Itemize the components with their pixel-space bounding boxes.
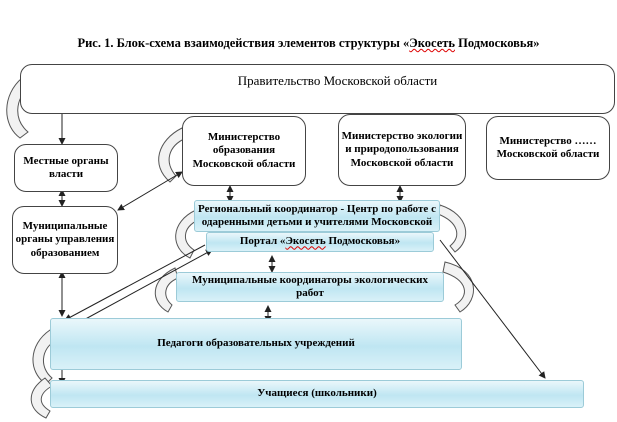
municipal-coordinators-label: Муниципальные координаторы экологических… <box>192 273 428 299</box>
ministry-other-box: Министерство …… Московской области <box>486 116 610 180</box>
regional-coordinator-box: Региональный координатор - Центр по рабо… <box>194 200 440 232</box>
portal-prefix: Портал « <box>239 235 286 248</box>
ministry-other-label: Министерство …… Московской области <box>496 134 600 160</box>
students-box: Учащиеся (школьники) <box>50 380 584 408</box>
caption-suffix: Подмосковья» <box>455 36 540 50</box>
teachers-label: Педагоги образовательных учреждений <box>157 337 355 350</box>
government-box: Правительство Московской области <box>20 64 615 114</box>
ministry-ecology-box: Министерство экологии и природопользован… <box>338 114 466 186</box>
government-label: Правительство Московской области <box>237 73 438 88</box>
local-authorities-label: Местные органы власти <box>23 154 109 180</box>
teachers-box: Педагоги образовательных учреждений <box>50 318 462 370</box>
ministry-education-label: Министерство образования Московской обла… <box>192 131 296 170</box>
portal-underlined-word: Экосеть <box>285 235 326 248</box>
curved-arrow-right-regional <box>437 204 467 253</box>
curved-arrow-right-coordinators <box>442 261 474 313</box>
ministry-education-box: Министерство образования Московской обла… <box>182 116 306 186</box>
arrow-regional-teachers-1 <box>64 244 206 321</box>
curved-arrow-left-students <box>30 377 53 419</box>
curved-arrow-left-regional <box>175 209 199 259</box>
students-label: Учащиеся (школьники) <box>257 387 377 400</box>
portal-box: Портал «Экосеть Подмосковья» <box>206 232 434 252</box>
arrow-regional-teachers-2 <box>79 249 213 323</box>
portal-label: Портал «Экосеть Подмосковья» <box>240 235 400 248</box>
ministry-ecology-label: Министерство экологии и природопользован… <box>341 130 463 169</box>
caption-prefix: Рис. 1. Блок-схема взаимодействия элемен… <box>77 36 410 50</box>
arrow-edu-municipal <box>117 171 183 211</box>
regional-coordinator-label: Региональный координатор - Центр по рабо… <box>198 202 436 228</box>
arrow-regional-students <box>439 239 546 379</box>
figure-caption: Рис. 1. Блок-схема взаимодействия элемен… <box>0 36 617 51</box>
local-authorities-box: Местные органы власти <box>14 144 118 192</box>
caption-underlined-word: Экосеть <box>409 36 455 50</box>
portal-suffix: Подмосковья» <box>325 235 401 248</box>
municipal-coordinators-box: Муниципальные координаторы экологических… <box>176 272 444 302</box>
municipal-education-box: Муниципальные органы управления образова… <box>12 206 118 274</box>
municipal-education-label: Муниципальные органы управления образова… <box>15 220 115 259</box>
curved-arrow-left-coordinators <box>154 267 179 313</box>
